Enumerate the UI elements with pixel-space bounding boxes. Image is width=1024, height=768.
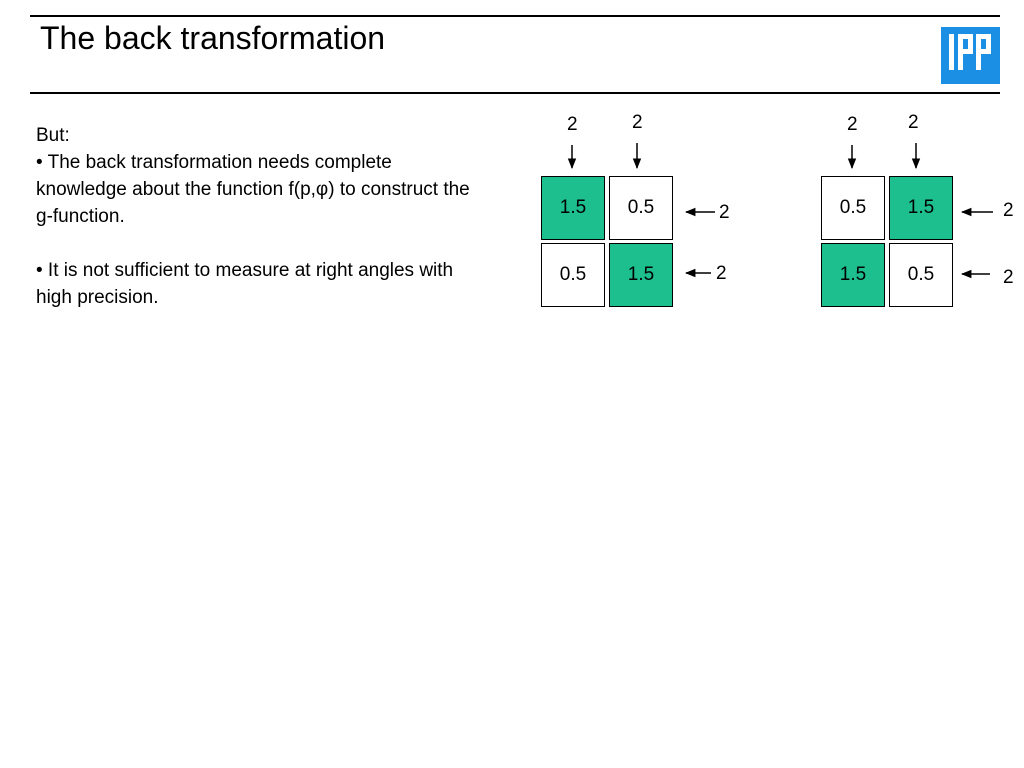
bullet-complete-knowledge: • The back transformation needs complete… — [36, 152, 470, 227]
slide-title: The back transformation — [40, 20, 386, 56]
cell-1-r1c2: 0.5 — [609, 176, 673, 240]
column-sum-2-c2: 2 — [908, 112, 919, 133]
column-sum-1-c2: 2 — [632, 112, 643, 133]
column-sum-1-c1: 2 — [567, 114, 578, 135]
cell-2-r1c1: 0.5 — [821, 176, 885, 240]
row-sum-2-r2: 2 — [1003, 267, 1014, 288]
ipp-logo — [941, 27, 1000, 84]
cell-1-r2c2: 1.5 — [609, 243, 673, 307]
row-sum-1-r2: 2 — [716, 263, 727, 284]
row-sum-2-r1: 2 — [1003, 200, 1014, 221]
body-text: But: • The back transformation needs com… — [36, 122, 476, 311]
title-bottom-rule — [30, 92, 1000, 94]
cell-1-r2c1: 0.5 — [541, 243, 605, 307]
title-top-rule — [30, 15, 1000, 17]
intro-text: But: — [36, 125, 70, 146]
cell-2-r2c2: 0.5 — [889, 243, 953, 307]
cell-2-r1c2: 1.5 — [889, 176, 953, 240]
cell-2-r2c1: 1.5 — [821, 243, 885, 307]
bullet-right-angles: • It is not sufficient to measure at rig… — [36, 260, 454, 308]
column-sum-2-c1: 2 — [847, 114, 858, 135]
cell-1-r1c1: 1.5 — [541, 176, 605, 240]
row-sum-1-r1: 2 — [719, 202, 730, 223]
